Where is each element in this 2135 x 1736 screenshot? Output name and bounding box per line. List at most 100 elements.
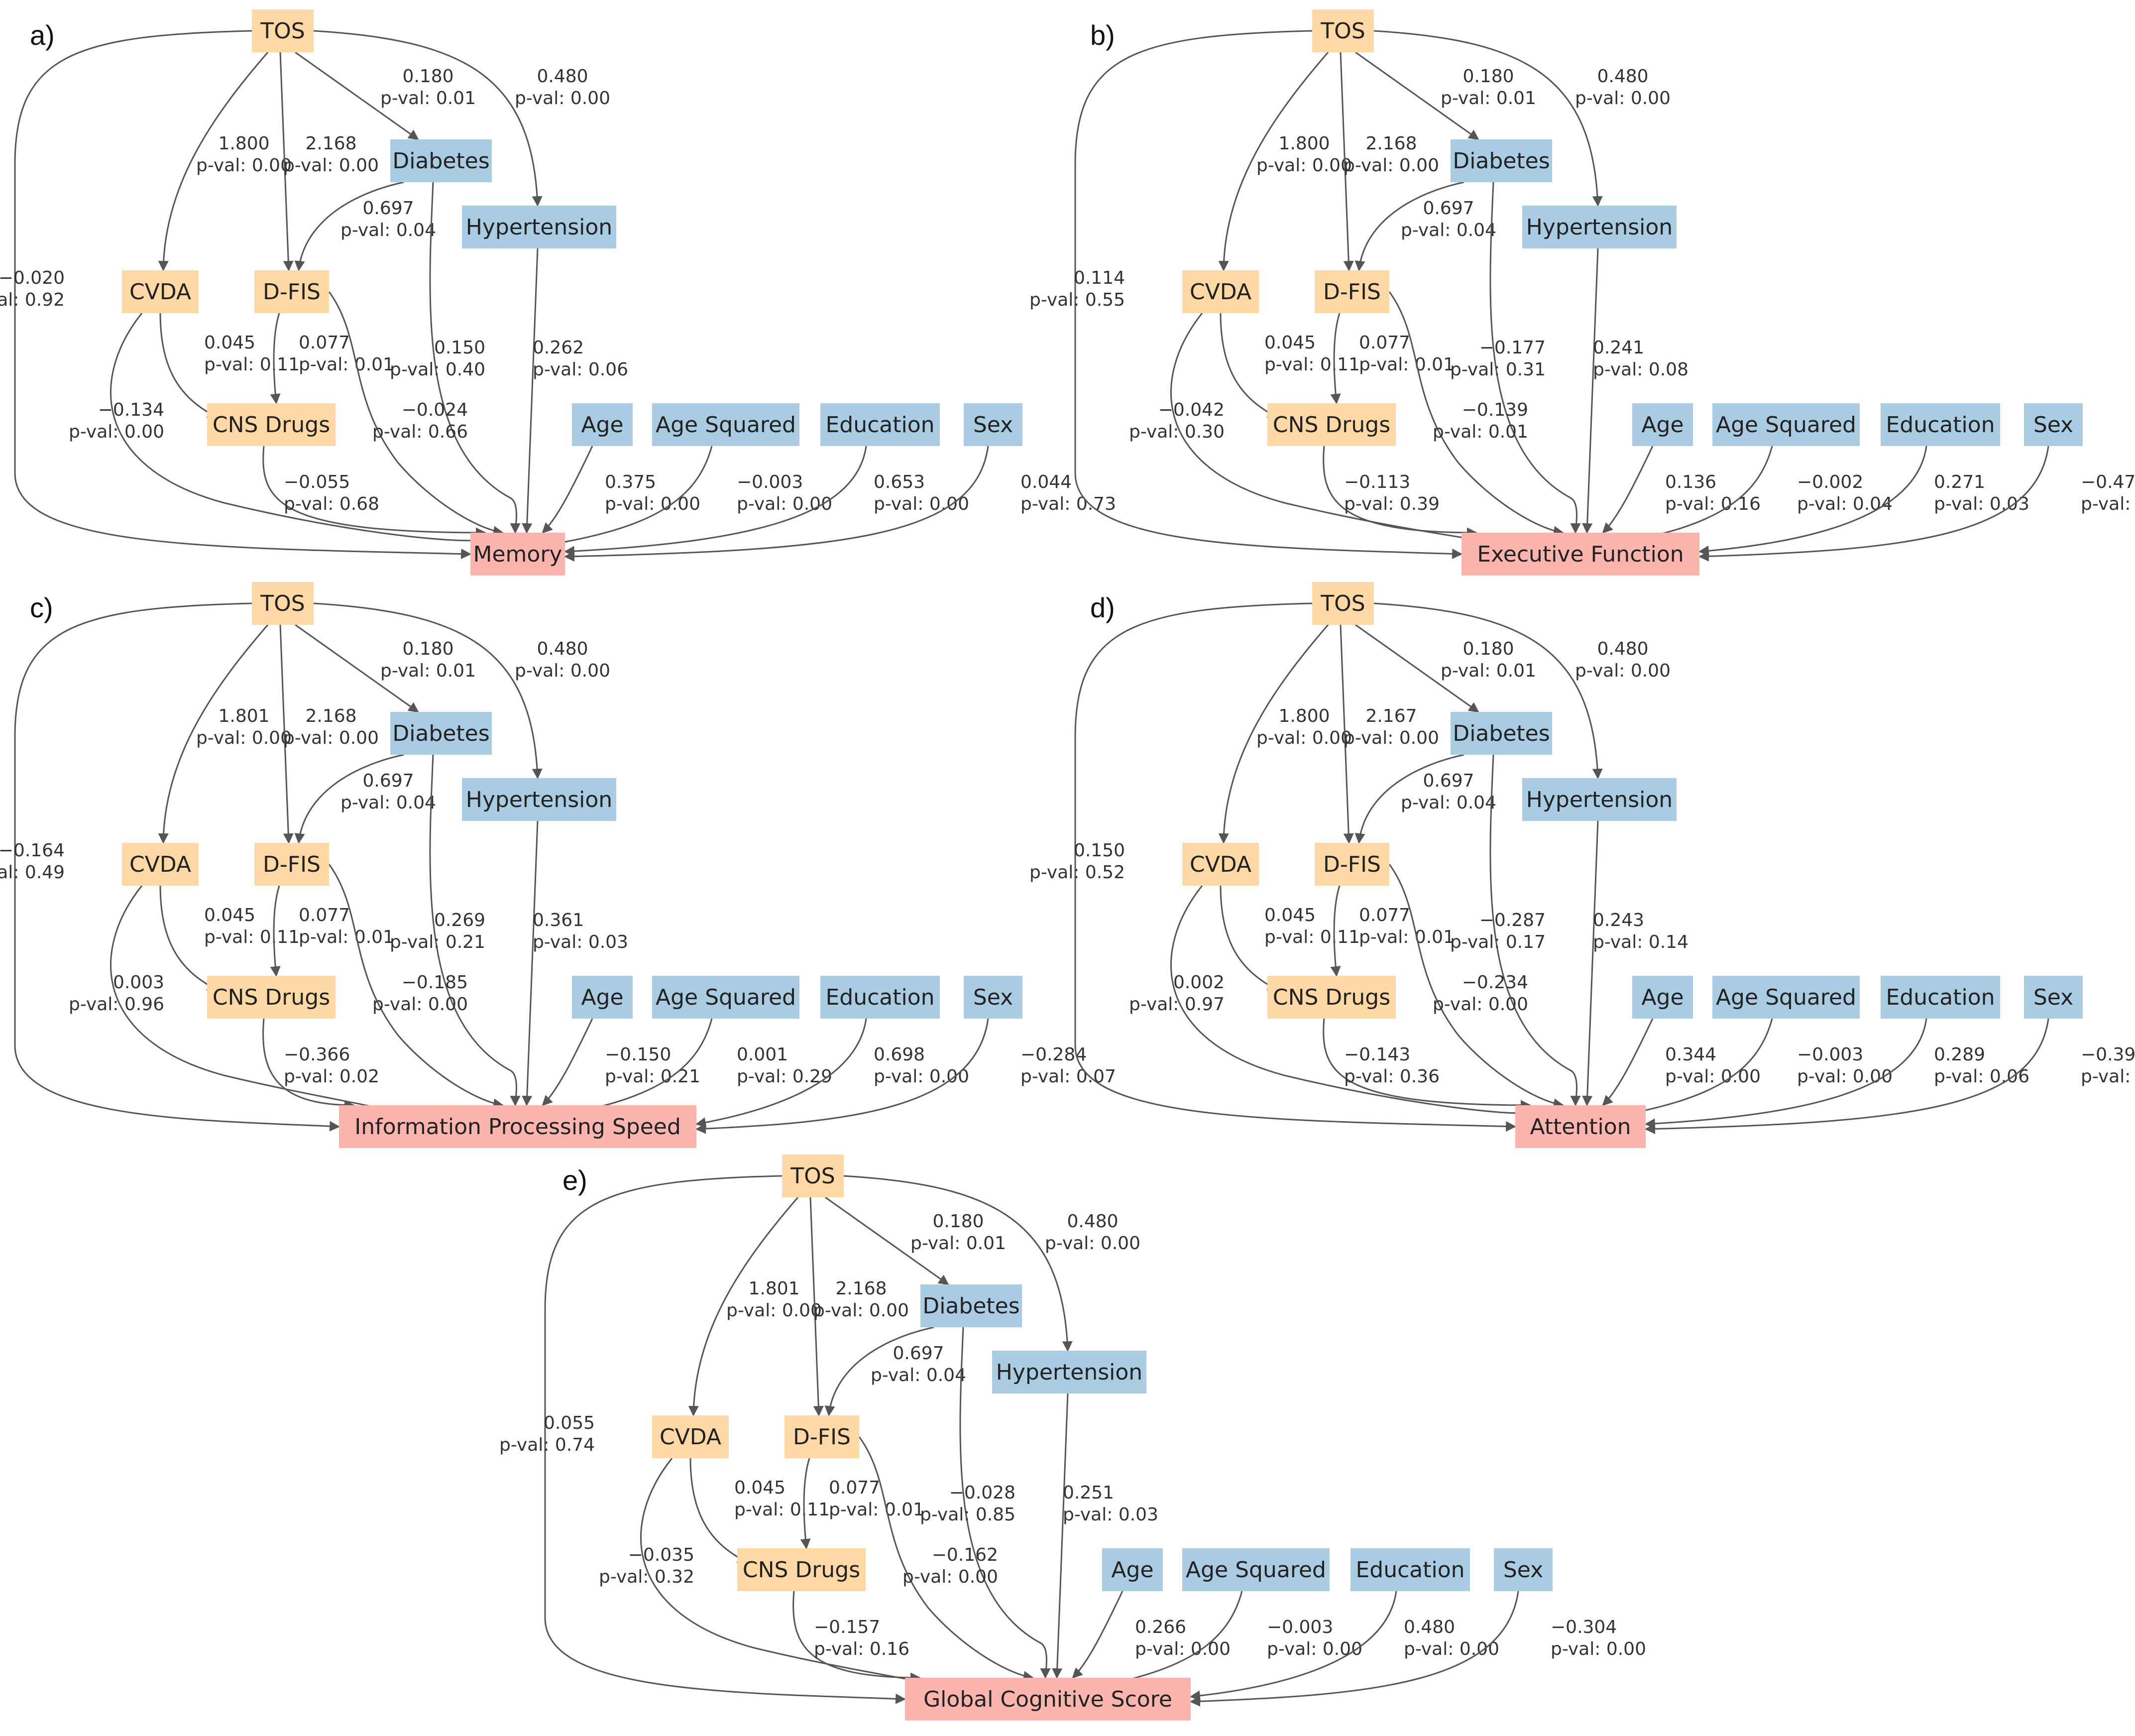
edge-tos-cvda [688, 1197, 799, 1417]
node-cvda-label: CVDA [129, 279, 191, 305]
edge-label-tos-dfis-pval: p-val: 0.00 [1344, 728, 1439, 748]
node-agesq: Age Squared [1712, 403, 1860, 446]
node-age-label: Age [1641, 412, 1684, 438]
edge-label-agesq-outcome-coef: −0.002 [1797, 472, 1863, 492]
edge-label-dfis-outcome-coef: −0.024 [402, 400, 468, 420]
edge-label-dfis-cns-coef: 0.077 [299, 333, 350, 353]
edge-label-tos-hypertension-coef: 0.480 [1597, 639, 1648, 659]
node-cvda-box [122, 843, 199, 886]
node-diabetes-box [1451, 139, 1552, 182]
edge-tos-outcome [14, 30, 472, 560]
edge-label-cvda-cns-coef: 0.045 [734, 1478, 786, 1498]
edge-label-agesq-outcome-coef: −0.003 [1797, 1044, 1863, 1065]
node-education: Education [1881, 403, 2000, 446]
node-hypertension: Hypertension [1522, 778, 1677, 821]
node-age: Age [1632, 403, 1693, 446]
edge-diabetes-dfis [824, 1326, 934, 1417]
node-sex-box [964, 403, 1022, 446]
edge-label-diabetes-dfis-coef: 0.697 [893, 1343, 944, 1364]
node-hypertension: Hypertension [992, 1351, 1146, 1393]
node-age-label: Age [581, 985, 623, 1010]
node-outcome-box [470, 533, 565, 576]
edge-label-diabetes-dfis-coef: 0.697 [362, 198, 414, 219]
edge-label-diabetes-outcome-pval: p-val: 0.21 [390, 932, 485, 952]
node-cns: CNS Drugs [1267, 403, 1396, 446]
node-age-box [1102, 1548, 1163, 1591]
edge-label-hypertension-outcome-coef: 0.262 [533, 338, 584, 358]
edge-label-cvda-cns-pval: p-val: 0.11 [204, 354, 300, 375]
node-cvda-label: CVDA [1190, 852, 1251, 877]
edge-tos-cvda [1218, 52, 1329, 272]
node-dfis-box [1315, 270, 1389, 313]
node-outcome-box [1461, 533, 1699, 576]
node-cns-box [207, 976, 336, 1019]
edge-label-dfis-cns-coef: 0.077 [299, 905, 350, 926]
edge-label-education-outcome-pval: p-val: 0.06 [1934, 1066, 2029, 1087]
edge-label-education-outcome-coef: 0.289 [1934, 1044, 1985, 1065]
edge-label-tos-outcome-coef: −0.164 [0, 840, 65, 861]
node-education-label: Education [1886, 985, 1995, 1010]
edge-dfis-cns [1330, 885, 1341, 977]
node-tos-label: TOS [1320, 18, 1365, 44]
node-dfis-box [254, 843, 329, 886]
node-outcome-label: Executive Function [1477, 542, 1684, 567]
edge-agesq-outcome [1611, 1018, 1773, 1121]
node-sex-label: Sex [2033, 412, 2073, 438]
edge-label-age-outcome-pval: p-val: 0.00 [1665, 1066, 1761, 1087]
node-cvda: CVDA [122, 843, 199, 886]
edge-dfis-outcome [328, 291, 504, 537]
edge-label-tos-cvda-coef: 1.800 [1278, 133, 1330, 154]
edge-label-diabetes-dfis-pval: p-val: 0.04 [340, 793, 436, 813]
edge-label-cvda-outcome-coef: −0.042 [1158, 400, 1225, 420]
edge-label-cns-outcome-coef: −0.113 [1344, 472, 1410, 492]
node-cns-label: CNS Drugs [213, 412, 330, 438]
node-diabetes-label: Diabetes [1453, 721, 1550, 746]
edge-label-tos-outcome-coef: 0.150 [1074, 840, 1125, 861]
edge-label-tos-hypertension-coef: 0.480 [1067, 1211, 1118, 1232]
node-hypertension-label: Hypertension [466, 787, 612, 812]
edge-label-cns-outcome-pval: p-val: 0.02 [284, 1066, 379, 1087]
edge-label-tos-cvda-coef: 1.801 [748, 1278, 799, 1299]
edge-age-outcome [1072, 1591, 1124, 1679]
edge-cns-outcome [262, 1018, 355, 1111]
edge-label-hypertension-outcome-pval: p-val: 0.06 [533, 359, 628, 380]
node-diabetes-box [390, 139, 492, 182]
edge-diabetes-outcome [429, 754, 521, 1107]
edge-label-agesq-outcome-pval: p-val: 0.00 [1267, 1639, 1362, 1659]
edge-tos-hypertension [313, 602, 543, 780]
node-diabetes-box [920, 1284, 1022, 1327]
node-dfis: D-FIS [785, 1415, 859, 1458]
node-sex-box [964, 976, 1022, 1019]
edge-label-cns-outcome-coef: −0.366 [284, 1044, 350, 1065]
node-cvda-label: CVDA [660, 1424, 721, 1450]
edge-sex-outcome [1698, 446, 2049, 562]
node-cvda: CVDA [122, 270, 199, 313]
panel-letter: b) [1090, 19, 1115, 51]
node-education-label: Education [825, 412, 934, 438]
edge-label-dfis-outcome-pval: p-val: 0.66 [372, 422, 468, 442]
edge-label-tos-dfis-coef: 2.168 [305, 133, 356, 154]
edge-cns-outcome [792, 1591, 921, 1683]
edge-cvda-outcome [1170, 885, 1527, 1120]
edge-label-education-outcome-coef: 0.271 [1934, 472, 1985, 492]
edge-label-age-outcome-coef: 0.136 [1665, 472, 1716, 492]
edge-tos-diabetes [295, 624, 419, 713]
edge-label-hypertension-outcome-pval: p-val: 0.03 [1063, 1505, 1158, 1525]
node-education-label: Education [825, 985, 934, 1010]
node-outcome-label: Global Cognitive Score [923, 1687, 1172, 1712]
edge-label-diabetes-outcome-pval: p-val: 0.40 [390, 359, 485, 380]
node-hypertension: Hypertension [462, 778, 616, 821]
edge-age-outcome [1602, 1018, 1654, 1106]
edge-label-dfis-cns-pval: p-val: 0.01 [829, 1500, 924, 1520]
edge-label-cvda-cns-coef: 0.045 [204, 333, 255, 353]
edge-label-sex-outcome-coef: −0.479 [2081, 472, 2135, 492]
edge-cvda-cns [159, 313, 218, 418]
edge-tos-cvda [158, 52, 269, 272]
node-education-box [820, 976, 940, 1019]
edge-label-cvda-outcome-coef: −0.035 [628, 1545, 694, 1565]
